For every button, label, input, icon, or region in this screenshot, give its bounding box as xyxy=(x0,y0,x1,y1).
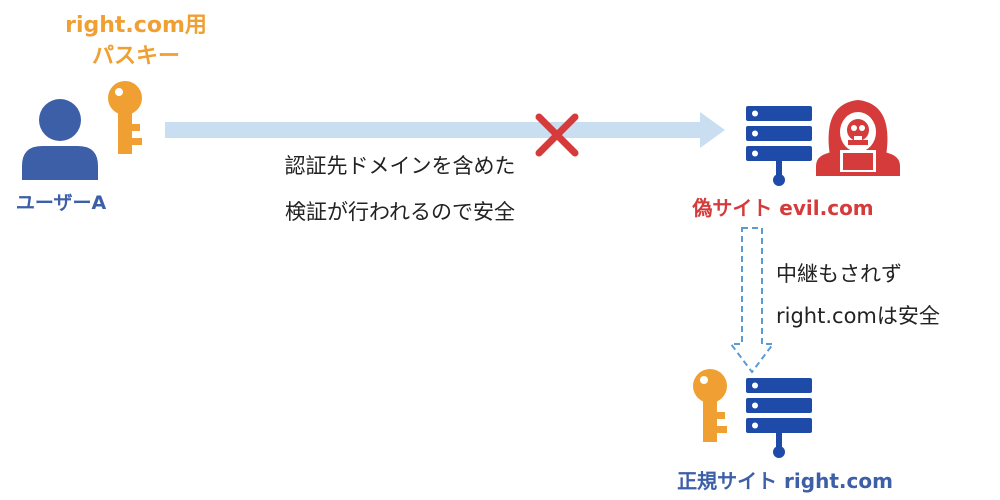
user-icon xyxy=(22,99,98,180)
cross-icon xyxy=(535,113,579,157)
passkey-label-line1: right.com用 xyxy=(65,13,207,38)
user-label: ユーザーA xyxy=(15,192,107,214)
verification-message-line1: 認証先ドメインを含めた xyxy=(284,154,516,178)
key-icon xyxy=(693,369,727,442)
fake-server-icon xyxy=(746,106,812,186)
relay-dashed-arrow xyxy=(729,227,775,374)
verification-message-line2: 検証が行われるので安全 xyxy=(285,200,515,224)
relay-message-line1: 中継もされず xyxy=(776,262,902,286)
real-server-icon xyxy=(746,378,812,458)
passkey-label-line2: パスキー xyxy=(91,44,180,69)
real-site-label: 正規サイト right.com xyxy=(677,469,893,493)
hacker-icon xyxy=(816,100,900,176)
relay-message-line2: right.comは安全 xyxy=(776,304,940,328)
auth-arrow xyxy=(165,112,725,148)
key-icon xyxy=(108,81,142,154)
passkey-label: right.com用 パスキー xyxy=(36,10,236,72)
fake-site-label: 偽サイト evil.com xyxy=(692,196,874,220)
